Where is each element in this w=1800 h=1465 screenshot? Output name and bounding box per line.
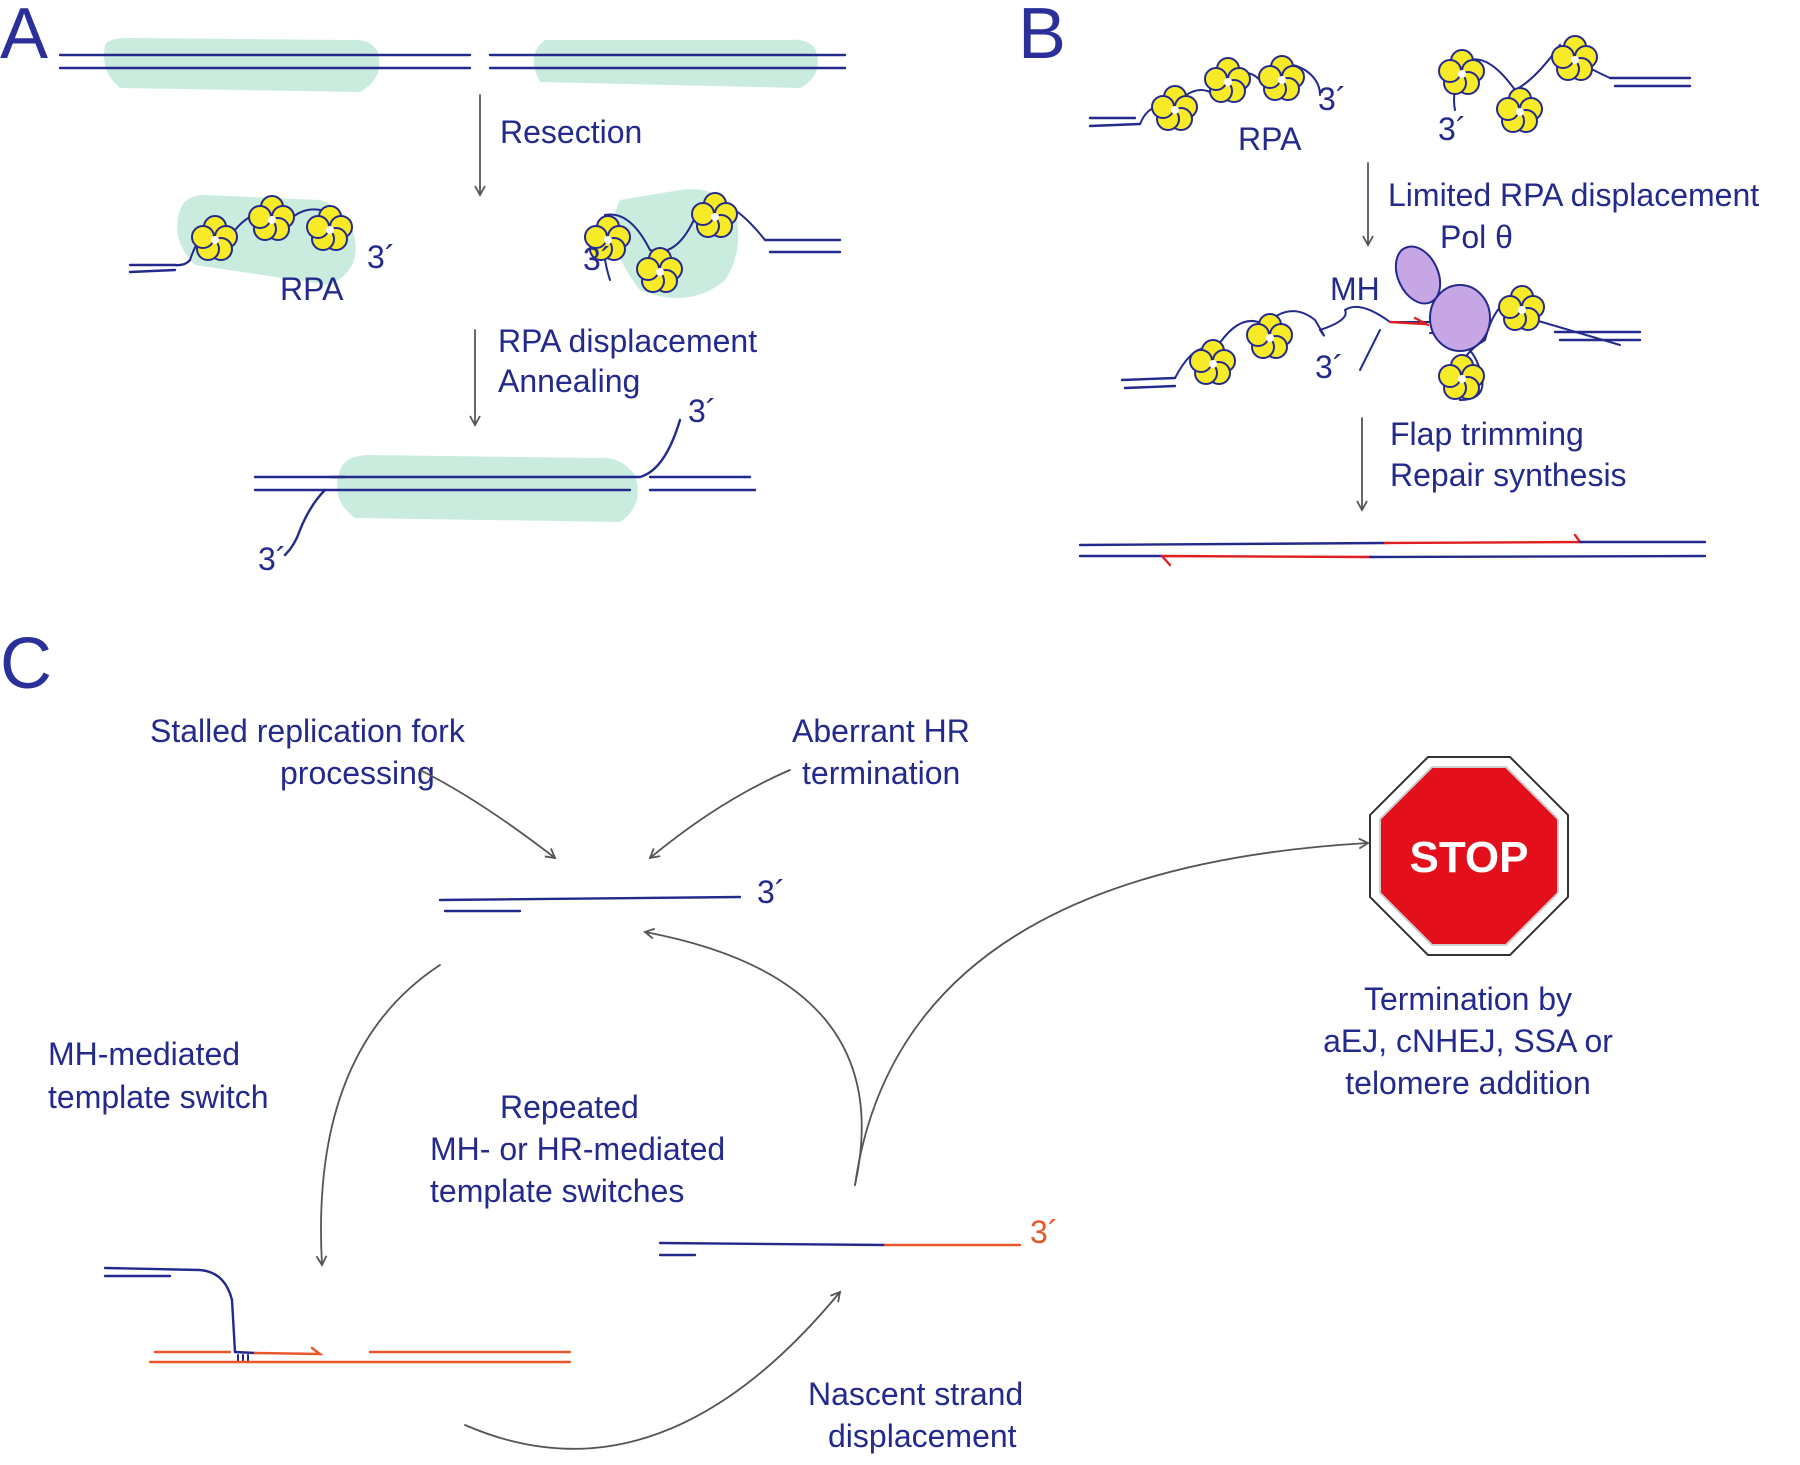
label-template-switch: template switch <box>48 1079 269 1115</box>
panel-c-label: C <box>0 624 52 704</box>
label-repeated: Repeated <box>500 1089 639 1125</box>
label-3prime-b1: 3´ <box>1318 81 1346 117</box>
label-termination-by: Termination by <box>1364 981 1572 1017</box>
label-limited-rpa: Limited RPA displacement <box>1388 177 1759 213</box>
label-resection: Resection <box>500 114 642 150</box>
label-mh-mediated: MH-mediated <box>48 1036 240 1072</box>
stop-sign-text: STOP <box>1409 833 1528 882</box>
label-3prime-a2: 3´ <box>583 241 611 277</box>
label-nascent-strand: Nascent strand <box>808 1376 1023 1412</box>
label-telomere-addition: telomere addition <box>1345 1065 1590 1101</box>
panel-a-annealed <box>253 418 757 557</box>
label-annealing: Annealing <box>498 363 640 399</box>
label-3prime-b3: 3´ <box>1315 349 1343 385</box>
label-termination-methods: aEJ, cNHEJ, SSA or <box>1323 1023 1613 1059</box>
panel-c-extended-end <box>658 1241 1022 1257</box>
panel-b-pol-theta-step <box>1120 293 1642 402</box>
label-mh-or-hr: MH- or HR-mediated <box>430 1131 725 1167</box>
arrow-from-fork <box>419 769 557 860</box>
label-rpa-a: RPA <box>280 271 344 307</box>
label-displacement: displacement <box>828 1418 1017 1454</box>
label-template-switches: template switches <box>430 1173 684 1209</box>
panel-c-invading-strand <box>103 1266 572 1364</box>
panel-a-dsb-ends <box>58 38 847 92</box>
label-stalled-fork: Stalled replication fork <box>150 713 466 749</box>
label-3prime-a4: 3´ <box>258 541 286 577</box>
arrow-template-switch <box>315 964 441 1267</box>
label-3prime-c1: 3´ <box>757 874 785 910</box>
arrow-from-hr <box>648 769 791 860</box>
arrow-to-stop <box>854 837 1370 1186</box>
label-3prime-a1: 3´ <box>367 239 395 275</box>
label-processing: processing <box>280 755 435 791</box>
label-3prime-b2: 3´ <box>1438 111 1466 147</box>
arrow-nascent-displacement <box>464 1290 842 1450</box>
panel-b-repaired <box>1078 533 1707 567</box>
panel-c-broken-end <box>438 895 742 913</box>
label-aberrant-hr: Aberrant HR <box>792 713 970 749</box>
label-3prime-a3: 3´ <box>688 393 716 429</box>
label-3prime-c2: 3´ <box>1030 1214 1058 1250</box>
panel-b-label: B <box>1018 0 1066 74</box>
rpa-cluster-icon-b1 <box>1151 35 1598 133</box>
pol-theta-icon <box>1394 245 1491 352</box>
label-repair-synthesis: Repair synthesis <box>1390 457 1627 493</box>
stop-sign-icon: STOP <box>1369 756 1569 956</box>
arrow-repeat-cycle <box>643 927 863 1186</box>
label-flap-trimming: Flap trimming <box>1390 416 1584 452</box>
panel-a-label: A <box>0 0 48 74</box>
label-mh: MH <box>1330 271 1380 307</box>
label-rpa-b: RPA <box>1238 121 1302 157</box>
label-pol-theta: Pol θ <box>1440 219 1513 255</box>
label-hr-termination: termination <box>802 755 960 791</box>
label-rpa-displacement: RPA displacement <box>498 323 757 359</box>
